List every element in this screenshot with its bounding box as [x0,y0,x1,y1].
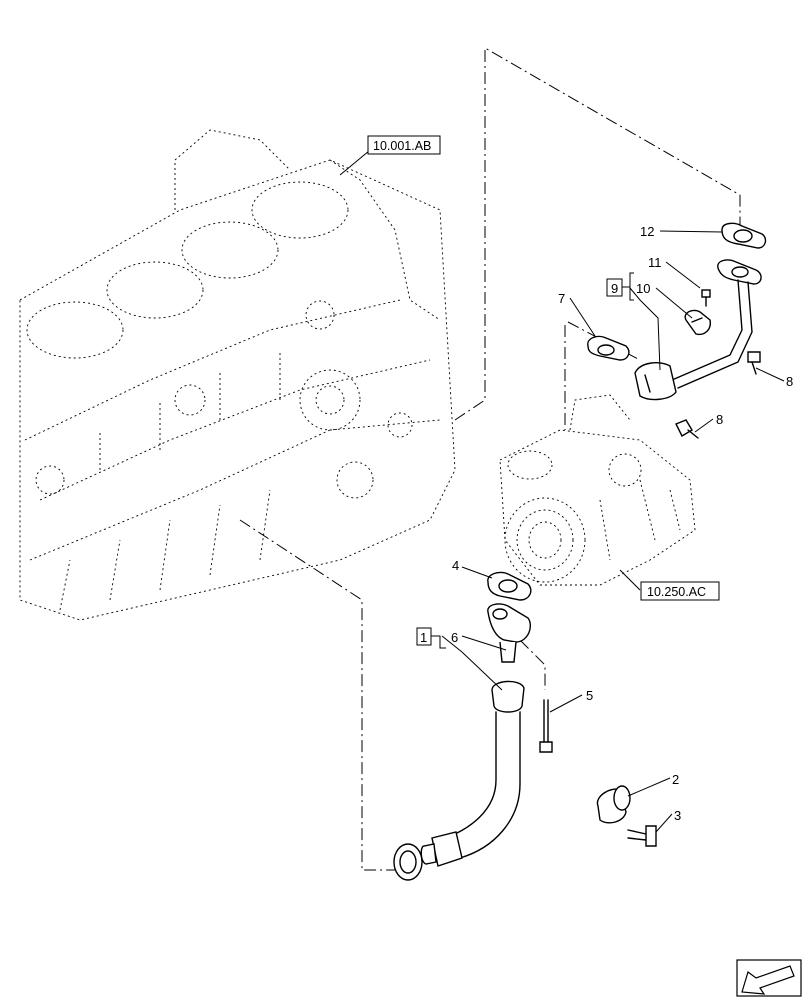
callout-3: 3 [674,808,681,823]
callout-11: 11 [648,255,662,270]
part-6-drain-flange [487,603,532,663]
part-7-gasket [587,335,630,361]
turbocharger-outline [499,394,696,586]
callout-8-right: 8 [786,374,793,389]
callout-2: 2 [672,772,679,787]
callout-9: 9 [611,281,618,296]
reference-turbocharger[interactable]: 10.250.AC [640,581,720,601]
reference-turbocharger-label: 10.250.AC [647,585,706,599]
part-2-plug [596,785,631,824]
leader-lines [339,145,785,833]
part-8-bolt-right [747,351,761,375]
previous-page-arrow-icon[interactable] [736,959,802,997]
part-4-gasket [487,571,532,601]
callout-5: 5 [586,688,593,703]
callout-8-lower: 8 [716,412,723,427]
part-12-gasket [721,222,767,249]
part-5-bolt [539,699,553,753]
reference-engine-block[interactable]: 10.001.AB [367,135,441,155]
callout-7: 7 [558,291,565,306]
callout-labels: 1 2 3 4 5 6 7 8 8 9 10 11 12 [416,224,793,823]
callout-1: 1 [420,630,427,645]
part-8-bolt-lower [675,419,699,439]
engine-block-outline [19,129,456,621]
part-9-oil-feed-pipe [634,259,762,401]
seal-ring [393,843,423,881]
callout-12: 12 [640,224,654,239]
callout-4: 4 [452,558,459,573]
part-1-oil-return-hose [420,680,525,867]
part-10-clamp [684,309,711,336]
part-3-bolt [627,825,657,847]
callout-6: 6 [451,630,458,645]
assembly-lines [239,47,741,871]
reference-engine-block-label: 10.001.AB [373,139,431,153]
part-11-screw [701,289,711,307]
callout-10: 10 [636,281,650,296]
